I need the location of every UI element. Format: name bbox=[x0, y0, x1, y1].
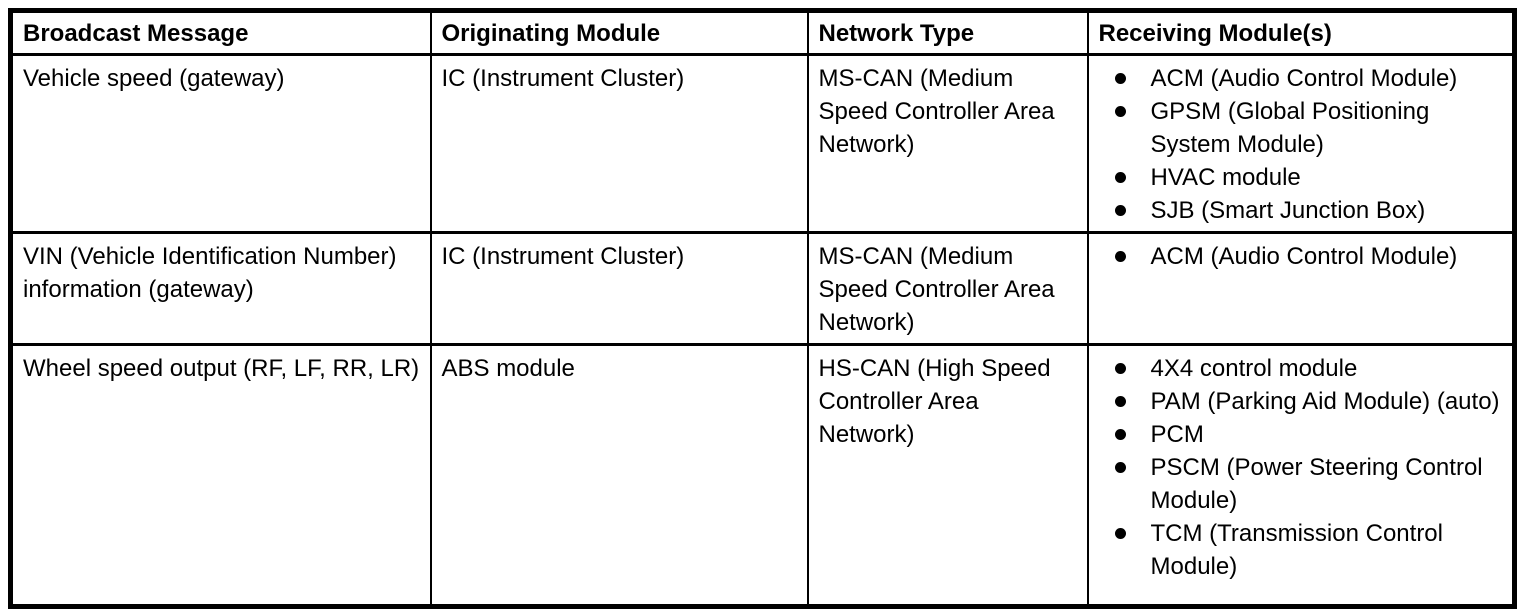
bullet-icon: ● bbox=[1114, 205, 1126, 216]
receiving-module-label: ACM (Audio Control Module) bbox=[1150, 65, 1458, 92]
receiving-module-label: HVAC module bbox=[1150, 164, 1301, 191]
receiving-module-item: ● SJB (Smart Junction Box) bbox=[1099, 194, 1503, 227]
receiving-module-label: SJB (Smart Junction Box) bbox=[1150, 197, 1426, 224]
receiving-module-label: ACM (Audio Control Module) bbox=[1150, 243, 1458, 270]
receiving-module-item: ● HVAC module bbox=[1099, 161, 1503, 194]
bullet-icon: ● bbox=[1114, 73, 1126, 84]
network-type-cell: MS-CAN (Medium Speed Controller Area Net… bbox=[806, 231, 1088, 345]
col-header-broadcast-message: Broadcast Message bbox=[9, 9, 431, 56]
bullet-icon: ● bbox=[1114, 251, 1126, 262]
bullet-icon: ● bbox=[1114, 396, 1126, 407]
receiving-module-label: GPSM (Global Positioning System Module) bbox=[1150, 98, 1430, 158]
receiving-modules-cell: ● ACM (Audio Control Module) bbox=[1086, 231, 1515, 345]
broadcast-message-cell: VIN (Vehicle Identification Number) info… bbox=[9, 231, 431, 345]
receiving-module-label: PAM (Parking Aid Module) (auto) bbox=[1150, 388, 1500, 415]
receiving-modules-cell: ● 4X4 control module ● PAM (Parking Aid Mod… bbox=[1086, 343, 1515, 607]
broadcast-message-table: Broadcast Message Originating Module Net… bbox=[8, 8, 1517, 609]
receiving-module-label: PSCM (Power Steering Control Module) bbox=[1150, 454, 1483, 514]
broadcast-message-cell: Vehicle speed (gateway) bbox=[9, 53, 431, 233]
receiving-modules-cell: ● ACM (Audio Control Module) ● GPSM (Global… bbox=[1086, 53, 1515, 233]
network-type-cell: MS-CAN (Medium Speed Controller Area Net… bbox=[806, 53, 1088, 233]
originating-module-cell: IC (Instrument Cluster) bbox=[429, 53, 808, 233]
bullet-icon: ● bbox=[1114, 363, 1126, 374]
receiving-module-item: ● PAM (Parking Aid Module) (auto) bbox=[1099, 385, 1503, 418]
receiving-module-item: ● GPSM (Global Positioning System Module) bbox=[1099, 95, 1503, 161]
col-header-originating-module: Originating Module bbox=[429, 9, 808, 56]
receiving-modules-list: ● ACM (Audio Control Module) ● GPSM (Global… bbox=[1099, 62, 1503, 227]
receiving-module-item: ● 4X4 control module bbox=[1099, 352, 1503, 385]
broadcast-message-cell: Wheel speed output (RF, LF, RR, LR) bbox=[9, 343, 431, 607]
receiving-module-label: PCM bbox=[1150, 421, 1204, 448]
table-row: VIN (Vehicle Identification Number) info… bbox=[9, 231, 1515, 345]
col-header-receiving-modules: Receiving Module(s) bbox=[1086, 9, 1515, 56]
col-header-network-type: Network Type bbox=[806, 9, 1088, 56]
bullet-icon: ● bbox=[1114, 429, 1126, 440]
table-row: Vehicle speed (gateway)IC (Instrument Cl… bbox=[9, 53, 1515, 233]
network-type-cell: HS-CAN (High Speed Controller Area Netwo… bbox=[806, 343, 1088, 607]
receiving-modules-list: ● 4X4 control module ● PAM (Parking Aid Mod… bbox=[1099, 352, 1503, 583]
bullet-icon: ● bbox=[1114, 528, 1126, 539]
header-row: Broadcast Message Originating Module Net… bbox=[9, 9, 1515, 56]
receiving-module-item: ● PSCM (Power Steering Control Module) bbox=[1099, 451, 1503, 517]
originating-module-cell: IC (Instrument Cluster) bbox=[429, 231, 808, 345]
receiving-module-label: TCM (Transmission Control Module) bbox=[1150, 520, 1444, 580]
receiving-module-item: ● ACM (Audio Control Module) bbox=[1099, 240, 1503, 273]
receiving-module-item: ● TCM (Transmission Control Module) bbox=[1099, 517, 1503, 583]
receiving-module-item: ● PCM bbox=[1099, 418, 1503, 451]
bullet-icon: ● bbox=[1114, 172, 1126, 183]
receiving-module-label: 4X4 control module bbox=[1150, 355, 1358, 382]
receiving-modules-list: ● ACM (Audio Control Module) bbox=[1099, 240, 1503, 273]
bullet-icon: ● bbox=[1114, 106, 1126, 117]
bullet-icon: ● bbox=[1114, 462, 1126, 473]
table-row: Wheel speed output (RF, LF, RR, LR)ABS m… bbox=[9, 343, 1515, 607]
table-body: Vehicle speed (gateway)IC (Instrument Cl… bbox=[9, 53, 1515, 607]
originating-module-cell: ABS module bbox=[429, 343, 808, 607]
receiving-module-item: ● ACM (Audio Control Module) bbox=[1099, 62, 1503, 95]
